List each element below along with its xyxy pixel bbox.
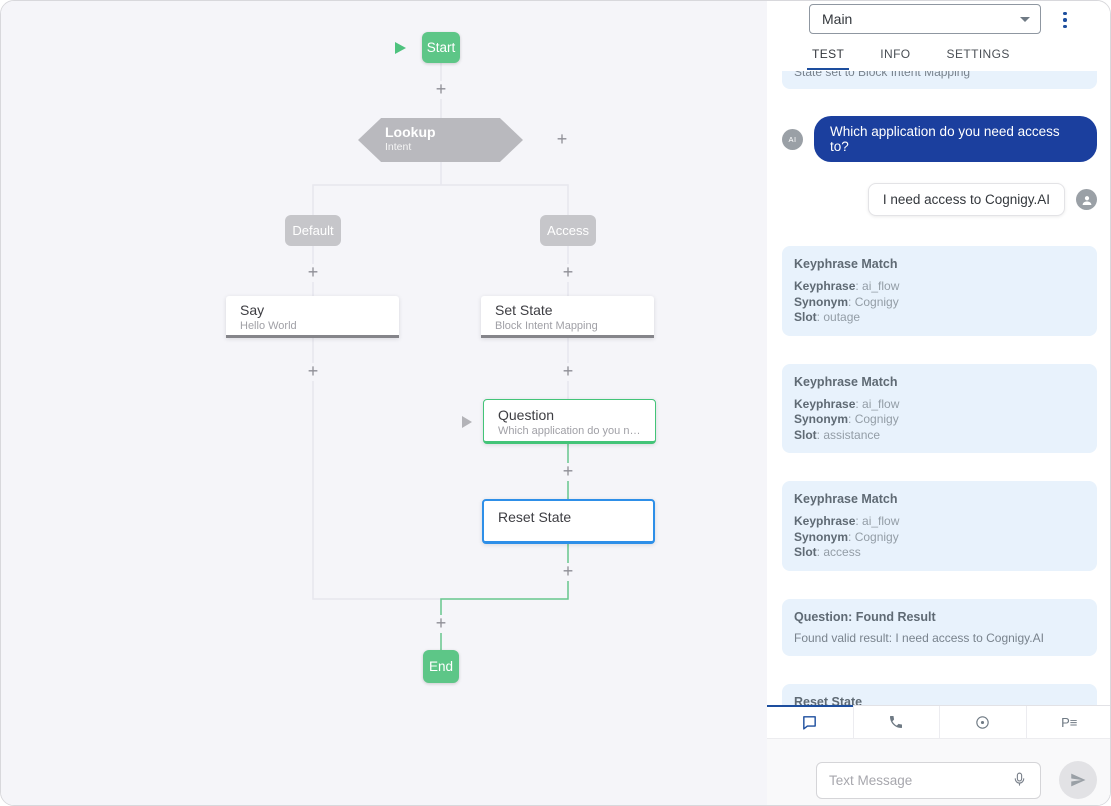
set-state-title: Set State <box>495 302 553 318</box>
add-branch-button[interactable]: + <box>553 130 571 149</box>
channel-tab-playbook[interactable]: P≡ <box>1026 706 1110 738</box>
flow-node-start[interactable]: Start <box>422 32 460 63</box>
add-node-button[interactable]: + <box>559 362 577 381</box>
user-message-row: I need access to Cognigy.AI <box>782 183 1097 216</box>
flow-node-reset-state[interactable]: Reset State <box>482 499 655 544</box>
lookup-title: Lookup <box>385 124 436 140</box>
run-flow-icon[interactable] <box>395 42 406 54</box>
text-message-input[interactable] <box>816 762 1041 799</box>
log-card-keyphrase-match: Keyphrase Match Keyphrase: ai_flow Synon… <box>782 246 1097 336</box>
log-card-title: Keyphrase Match <box>794 257 898 271</box>
user-avatar <box>1076 189 1097 210</box>
log-card-body: State set to Block Intent Mapping <box>794 71 971 79</box>
log-card-title: Reset State <box>794 694 863 706</box>
lookup-subtitle: Intent <box>385 141 412 153</box>
add-node-button[interactable]: + <box>432 614 450 633</box>
add-node-button[interactable]: + <box>432 80 450 99</box>
add-node-button[interactable]: + <box>559 562 577 581</box>
channel-tab-record[interactable] <box>940 706 1027 738</box>
panel-header: Main <box>767 1 1110 37</box>
branch-label-default[interactable]: Default <box>285 215 341 246</box>
log-card-reset-state: Reset State State reset to default <box>782 683 1097 706</box>
log-card-state-set: State set to Block Intent Mapping <box>782 71 1097 89</box>
playbook-icon: P≡ <box>1061 714 1078 730</box>
reset-state-title: Reset State <box>498 509 572 525</box>
flow-node-question[interactable]: Question Which application do you n… <box>483 399 656 444</box>
user-message-bubble: I need access to Cognigy.AI <box>867 183 1065 216</box>
bot-message-bubble: Which application do you need access to? <box>814 116 1097 162</box>
microphone-icon[interactable] <box>1011 771 1028 793</box>
send-icon <box>1071 773 1086 787</box>
phone-icon <box>890 716 903 728</box>
chevron-down-icon <box>1020 16 1030 22</box>
question-subtitle: Which application do you n… <box>498 425 641 437</box>
bot-message-row: AI Which application do you need access … <box>782 116 1097 162</box>
composer-area <box>767 738 1110 805</box>
tab-test[interactable]: TEST <box>806 38 850 70</box>
flow-node-lookup-intent[interactable]: Lookup Intent <box>358 118 523 162</box>
channel-tab-voice[interactable] <box>853 706 940 738</box>
flow-selector-value: Main <box>822 11 853 27</box>
log-card-keyphrase-match: Keyphrase Match Keyphrase: ai_flow Synon… <box>782 481 1097 571</box>
flow-node-end[interactable]: End <box>423 650 459 683</box>
send-button[interactable] <box>1059 761 1097 799</box>
log-card-title: Question: Found Result <box>794 609 936 624</box>
tab-settings[interactable]: SETTINGS <box>946 47 1010 61</box>
branch-label-access[interactable]: Access <box>540 215 596 246</box>
flow-canvas[interactable]: Start + Lookup Intent + Default Access +… <box>1 1 767 805</box>
play-from-node-icon[interactable] <box>462 416 472 428</box>
person-icon <box>1082 195 1091 205</box>
add-node-button[interactable]: + <box>559 462 577 481</box>
chat-bubble-icon <box>803 715 817 730</box>
add-node-button[interactable]: + <box>559 263 577 282</box>
set-state-subtitle: Block Intent Mapping <box>495 320 598 332</box>
say-title: Say <box>240 302 265 318</box>
ai-avatar: AI <box>782 128 803 150</box>
message-log[interactable]: State set to Block Intent Mapping AI Whi… <box>767 71 1110 706</box>
add-node-button[interactable]: + <box>304 263 322 282</box>
flow-node-set-state[interactable]: Set State Block Intent Mapping <box>481 296 654 338</box>
tab-info[interactable]: INFO <box>880 47 911 61</box>
log-card-body: Found valid result: I need access to Cog… <box>794 630 1044 645</box>
question-title: Question <box>498 407 555 423</box>
say-subtitle: Hello World <box>240 320 297 332</box>
panel-tabs: TEST INFO SETTINGS <box>767 37 1110 71</box>
test-panel: Main TEST INFO SETTINGS State set to Blo… <box>767 1 1110 805</box>
kebab-menu-button[interactable] <box>1057 8 1073 32</box>
log-card-title: Keyphrase Match <box>794 374 898 389</box>
flow-node-say[interactable]: Say Hello World <box>226 296 399 338</box>
channel-toolbar: P≡ <box>767 705 1110 738</box>
channel-tab-chat[interactable] <box>767 705 854 738</box>
log-card-question-result: Question: Found Result Found valid resul… <box>782 598 1097 656</box>
add-node-button[interactable]: + <box>304 362 322 381</box>
flow-selector-dropdown[interactable]: Main <box>809 4 1041 34</box>
log-card-title: Keyphrase Match <box>794 492 898 506</box>
log-card-keyphrase-match: Keyphrase Match Keyphrase: ai_flow Synon… <box>782 363 1097 453</box>
circle-dot-icon <box>976 715 989 729</box>
